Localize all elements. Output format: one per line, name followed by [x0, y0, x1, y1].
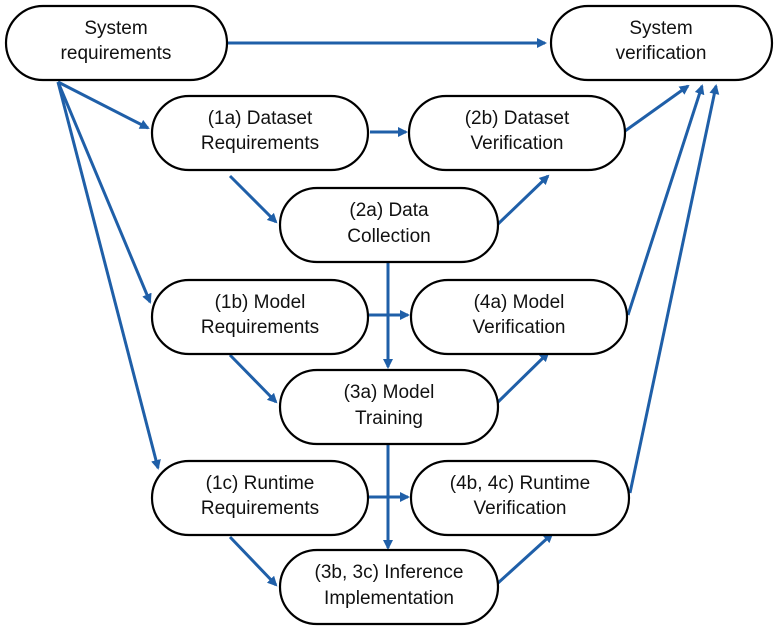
node-line: verification: [616, 43, 707, 64]
node-line: (1a) Dataset: [208, 108, 313, 129]
edge-dataset-ver-to-sysver: [624, 84, 690, 133]
node-line: requirements: [61, 43, 172, 64]
node-line: (2b) Dataset: [465, 108, 570, 129]
node-line: Requirements: [201, 317, 319, 338]
edge-data-collection-to-dataset-ver: [496, 174, 550, 226]
edge-runtime-ver-to-sysver: [628, 84, 720, 494]
edge-sysreq-to-model-req: [56, 81, 152, 304]
node-inference-implementation: (3b, 3c) Inference Implementation: [278, 548, 500, 626]
node-line: Training: [355, 408, 423, 429]
node-line: Requirements: [201, 133, 319, 154]
edge-sysreq-to-dataset-req: [57, 80, 150, 130]
nodes: System requirements System verification …: [4, 4, 774, 626]
edge-model-req-to-model-training: [228, 353, 278, 404]
node-system-verification: System verification: [549, 4, 774, 82]
node-line: (4a) Model: [474, 292, 565, 313]
node-model-requirements: (1b) Model Requirements: [150, 278, 370, 356]
node-runtime-requirements: (1c) Runtime Requirements: [150, 459, 370, 537]
edge-model-ver-to-sysver: [626, 84, 705, 316]
node-line: System: [629, 18, 692, 39]
node-line: (1c) Runtime: [206, 473, 315, 494]
node-line: Requirements: [201, 498, 319, 519]
edges: [56, 38, 720, 587]
node-line: System: [84, 18, 147, 39]
edge-dataset-req-to-data-collection: [228, 174, 278, 224]
node-model-training: (3a) Model Training: [278, 368, 500, 446]
node-data-collection: (2a) Data Collection: [278, 186, 500, 264]
node-line: Verification: [471, 133, 564, 154]
node-runtime-verification: (4b, 4c) Runtime Verification: [409, 459, 631, 537]
node-line: (1b) Model: [215, 292, 306, 313]
node-model-verification: (4a) Model Verification: [409, 278, 629, 356]
node-dataset-requirements: (1a) Dataset Requirements: [150, 94, 370, 172]
node-line: Collection: [347, 226, 430, 247]
node-line: (4b, 4c) Runtime: [450, 473, 590, 494]
node-line: (3a) Model: [344, 382, 435, 403]
node-system-requirements: System requirements: [4, 4, 229, 82]
node-dataset-verification: (2b) Dataset Verification: [407, 94, 627, 172]
node-line: Verification: [474, 498, 567, 519]
edge-runtime-req-to-inference: [228, 535, 278, 587]
node-line: (2a) Data: [349, 200, 429, 221]
edge-inference-to-runtime-ver: [496, 532, 554, 585]
edge-sysreq-to-runtime-req: [56, 81, 161, 470]
node-line: (3b, 3c) Inference: [315, 562, 464, 583]
node-line: Implementation: [324, 588, 454, 609]
node-line: Verification: [473, 317, 566, 338]
edge-model-training-to-model-ver: [496, 351, 550, 404]
